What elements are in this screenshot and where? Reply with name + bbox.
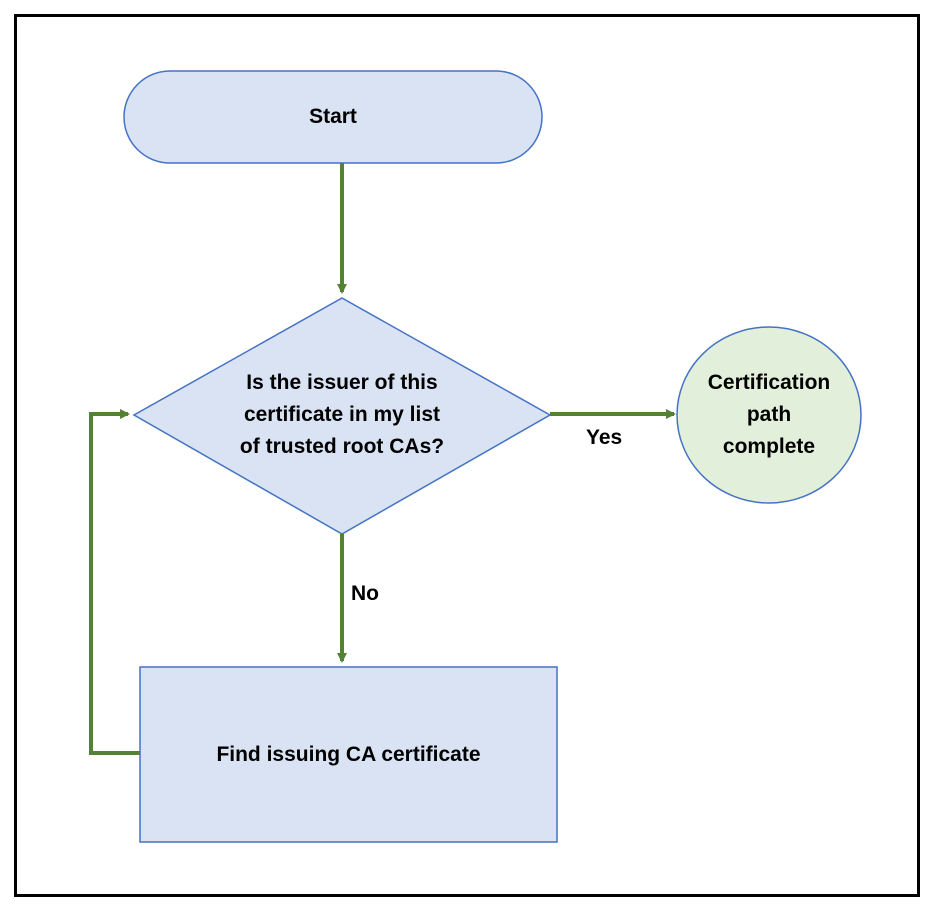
find-label: Find issuing CA certificate — [216, 742, 481, 766]
arrow-find-loop-back-to-decision — [89, 409, 140, 755]
no-edge-label: No — [351, 582, 379, 605]
start-terminal-shape — [123, 70, 543, 164]
yes-edge-label: Yes — [586, 426, 623, 449]
complete-line-3: complete — [722, 435, 816, 458]
find-process-shape — [139, 666, 558, 843]
complete-circle-shape — [676, 326, 862, 504]
complete-text: Certification path complete — [677, 366, 861, 464]
decision-line-2: certificate in my list — [243, 403, 441, 426]
decision-line-3: of trusted root CAs? — [239, 435, 445, 458]
decision-line-1: Is the issuer of this — [246, 371, 438, 394]
start-label: Start — [309, 105, 357, 128]
complete-line-1: Certification — [707, 371, 831, 394]
complete-line-2: path — [746, 403, 792, 426]
decision-text: Is the issuer of this certificate in my … — [200, 366, 484, 464]
